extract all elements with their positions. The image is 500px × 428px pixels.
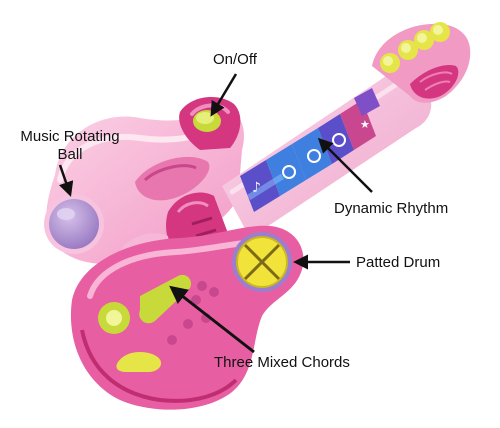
lower-body-buttons	[167, 281, 219, 345]
treble-clef-icon: ♪	[252, 180, 261, 196]
annotation-arrows	[58, 73, 373, 354]
guitar-headstock	[372, 22, 471, 103]
robot-icon	[307, 149, 321, 163]
patted-drum-image	[232, 232, 292, 292]
label-dynamic-rhythm: Dynamic Rhythm	[334, 200, 449, 217]
on-off-button-image	[193, 110, 221, 132]
star-icon: ★	[360, 118, 370, 131]
music-rotating-ball-image	[44, 194, 104, 254]
label-music-rotating-ball-line1: Music Rotating	[20, 128, 120, 145]
label-patted-drum: Patted Drum	[356, 254, 441, 271]
arrow-pointer-icon	[210, 73, 238, 117]
arrow-pointer-icon	[169, 285, 255, 354]
label-music-rotating-ball: Music Rotating Ball	[10, 128, 130, 164]
drum-icon	[282, 165, 296, 179]
arrow-pointer-icon	[317, 137, 373, 193]
label-music-rotating-ball-line2: Ball	[57, 146, 83, 163]
label-three-mixed-chords: Three Mixed Chords	[214, 354, 350, 371]
arrow-pointer-icon	[58, 164, 74, 197]
label-on-off: On/Off	[213, 51, 257, 68]
